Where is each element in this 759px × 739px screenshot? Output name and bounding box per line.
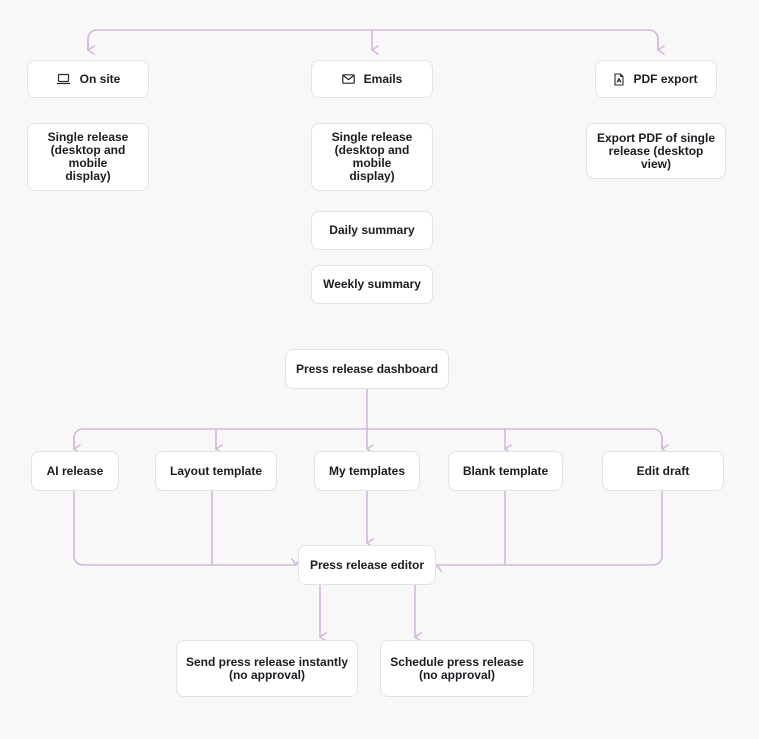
ai-release-node: AI release [31,451,119,491]
emails-label: Emails [363,71,403,86]
envelope-icon [341,74,355,84]
emails-single-release-node: Single release (desktop and mobile displ… [311,123,433,191]
emails-node: Emails [311,60,433,98]
pdf-export-label: PDF export [633,71,698,86]
daily-summary-node: Daily summary [311,211,433,250]
on-site-node: On site [27,60,149,98]
layout-template-node: Layout template [155,451,277,491]
on-site-single-release-node: Single release (desktop and mobile displ… [27,123,149,191]
editor-label: Press release editor [309,557,425,572]
my-templates-node: My templates [314,451,420,491]
ai-to-editor-line [73,490,301,566]
schedule-label: Schedule press release (no approval) [390,654,524,682]
top-bus-line [87,29,659,51]
options-bus-line [73,428,663,450]
weekly-summary-node: Weekly summary [311,265,433,304]
edit-draft-label: Edit draft [636,463,690,478]
edit-draft-node: Edit draft [602,451,724,491]
layout-template-label: Layout template [169,463,262,478]
weekly-summary-label: Weekly summary [323,277,421,291]
pdf-single-release-label: Export PDF of single release (desktop vi… [596,130,715,171]
laptop-icon [56,73,71,85]
ai-release-label: AI release [46,463,104,478]
file-pdf-icon [614,72,625,86]
editor-node: Press release editor [298,545,436,585]
blank-template-node: Blank template [448,451,563,491]
schedule-node: Schedule press release (no approval) [380,640,534,697]
dashboard-node: Press release dashboard [285,349,449,389]
daily-summary-label: Daily summary [329,223,415,237]
pdf-single-release-node: Export PDF of single release (desktop vi… [586,123,726,179]
blank-template-label: Blank template [462,463,549,478]
emails-single-release-label: Single release (desktop and mobile displ… [331,130,413,183]
pdf-export-node: PDF export [595,60,717,98]
my-templates-label: My templates [328,463,406,478]
send-instantly-label: Send press release instantly (no approva… [185,654,349,682]
on-site-label: On site [79,71,121,86]
edit-draft-to-editor-line [432,490,663,572]
dashboard-label: Press release dashboard [295,361,439,376]
on-site-single-release-label: Single release (desktop and mobile displ… [47,130,129,183]
send-instantly-node: Send press release instantly (no approva… [176,640,358,697]
